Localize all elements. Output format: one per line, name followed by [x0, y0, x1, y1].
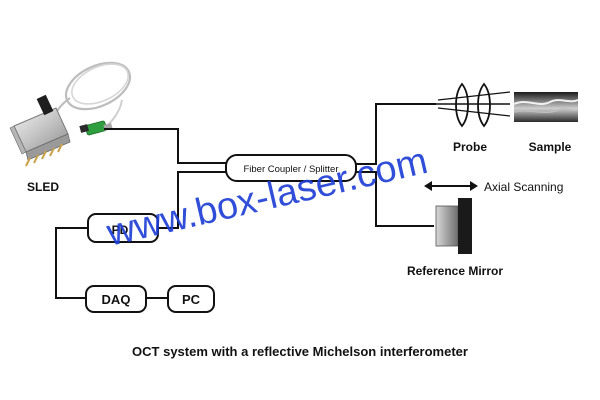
fiber-coupler-box — [225, 154, 357, 182]
probe-label: Probe — [453, 140, 487, 154]
fiber-pd-to-coupler — [158, 171, 226, 229]
fiber-coupler-to-mirror — [356, 171, 434, 227]
pc-label: PC — [182, 292, 201, 307]
sample-oct-image — [513, 92, 579, 122]
reference-mirror-icon — [435, 198, 472, 254]
probe-lens-icon — [436, 82, 511, 128]
sample-label: Sample — [529, 140, 572, 154]
fiber-coupler-to-probe — [356, 103, 436, 165]
wire-pd-to-daq — [55, 227, 88, 299]
pd-label: PD — [112, 223, 129, 237]
fiber-coupler-label: Fiber Coupler / Splitter — [243, 164, 338, 175]
sled-label: SLED — [27, 180, 59, 194]
fiber-paths — [55, 103, 436, 299]
axial-scanning-label: Axial Scanning — [484, 180, 563, 194]
diagram-caption: OCT system with a reflective Michelson i… — [132, 344, 468, 359]
axial-scanning-arrow — [424, 181, 478, 191]
pc-box — [167, 285, 215, 313]
sled-module-icon — [9, 61, 132, 167]
reference-mirror-label: Reference Mirror — [407, 264, 503, 278]
pd-box — [87, 213, 159, 243]
daq-box — [85, 285, 147, 313]
fiber-sled-to-coupler — [104, 128, 226, 164]
daq-label: DAQ — [102, 292, 131, 307]
